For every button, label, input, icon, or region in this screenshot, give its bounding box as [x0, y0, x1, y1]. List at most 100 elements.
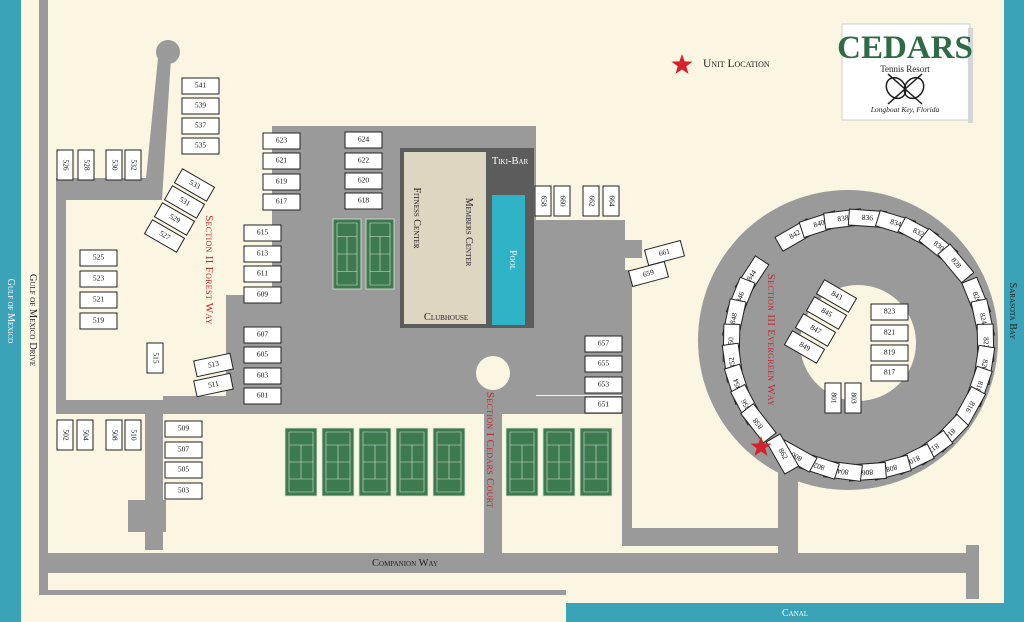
unit-509[interactable]: 509	[164, 420, 203, 438]
unit-box	[794, 313, 837, 347]
unit-503[interactable]: 503	[164, 482, 203, 500]
cedars-logo: CEDARS Tennis Resort Longboat Key, Flori…	[837, 23, 973, 123]
unit-621[interactable]: 621	[262, 152, 301, 170]
tennis-court	[505, 427, 539, 497]
unit-521[interactable]: 521	[79, 291, 118, 309]
unit-number: 657	[598, 339, 610, 348]
unit-526[interactable]: 526	[56, 149, 74, 181]
unit-601[interactable]: 601	[243, 387, 282, 405]
unit-821[interactable]: 821	[870, 324, 909, 342]
unit-527[interactable]: 527	[143, 219, 186, 253]
unit-number: 619	[276, 177, 288, 186]
unit-510[interactable]: 510	[124, 419, 142, 451]
unit-828[interactable]: 828	[937, 243, 975, 284]
unit-657[interactable]: 657	[584, 335, 623, 353]
unit-507[interactable]: 507	[164, 441, 203, 459]
unit-box	[262, 193, 301, 211]
unit-number: 510	[129, 429, 138, 441]
companion-way-label: Companion Way	[372, 558, 438, 569]
unit-523[interactable]: 523	[79, 270, 118, 288]
unit-box	[243, 346, 282, 364]
unit-541[interactable]: 541	[181, 77, 220, 95]
unit-505[interactable]: 505	[164, 461, 203, 479]
unit-617[interactable]: 617	[262, 193, 301, 211]
unit-607[interactable]: 607	[243, 326, 282, 344]
unit-number: 662	[587, 195, 596, 207]
unit-537[interactable]: 537	[181, 117, 220, 135]
unit-535[interactable]: 535	[181, 137, 220, 155]
unit-862[interactable]: 862	[765, 433, 800, 475]
unit-529[interactable]: 529	[153, 202, 196, 236]
unit-box	[262, 132, 301, 150]
unit-number: 528	[82, 159, 91, 171]
unit-box	[870, 364, 909, 382]
unit-847[interactable]: 847	[794, 313, 837, 347]
unit-519[interactable]: 519	[79, 312, 118, 330]
unit-box	[243, 367, 282, 385]
unit-613[interactable]: 613	[243, 245, 282, 263]
unit-515[interactable]: 515	[146, 342, 164, 374]
unit-box	[56, 149, 74, 181]
unit-box	[262, 152, 301, 170]
unit-box	[124, 419, 142, 451]
unit-box	[181, 137, 220, 155]
unit-655[interactable]: 655	[584, 355, 623, 373]
unit-number: 615	[257, 228, 269, 237]
clubhouse-label: Clubhouse	[424, 312, 468, 323]
unit-611[interactable]: 611	[243, 265, 282, 283]
unit-number: 803	[849, 392, 858, 404]
unit-number: 823	[884, 307, 896, 316]
unit-659[interactable]: 659	[627, 260, 670, 288]
unit-618[interactable]: 618	[344, 192, 383, 210]
unit-528[interactable]: 528	[77, 149, 95, 181]
unit-number: 611	[257, 269, 268, 278]
unit-508[interactable]: 508	[105, 419, 123, 451]
unit-661[interactable]: 661	[643, 239, 686, 267]
unit-533[interactable]: 533	[173, 168, 216, 202]
unit-box	[243, 326, 282, 344]
unit-803[interactable]: 803	[844, 382, 862, 414]
unit-658[interactable]: 658	[534, 185, 552, 217]
unit-619[interactable]: 619	[262, 173, 301, 191]
unit-653[interactable]: 653	[584, 376, 623, 394]
unit-number: 504	[81, 429, 90, 441]
unit-620[interactable]: 620	[344, 172, 383, 190]
unit-number: 820	[979, 359, 990, 372]
unit-502[interactable]: 502	[56, 419, 74, 451]
unit-662[interactable]: 662	[582, 185, 600, 217]
unit-660[interactable]: 660	[553, 185, 571, 217]
unit-664[interactable]: 664	[602, 185, 620, 217]
unit-858[interactable]: 858	[740, 402, 777, 444]
unit-624[interactable]: 624	[344, 131, 383, 149]
unit-539[interactable]: 539	[181, 97, 220, 115]
unit-504[interactable]: 504	[76, 419, 94, 451]
unit-843[interactable]: 843	[815, 279, 858, 313]
unit-511[interactable]: 511	[193, 372, 234, 398]
unit-532[interactable]: 532	[124, 149, 142, 181]
unit-number: 824	[978, 312, 989, 325]
unit-816[interactable]: 816	[952, 385, 987, 428]
unit-651[interactable]: 651	[584, 396, 623, 414]
unit-845[interactable]: 845	[805, 296, 848, 330]
unit-801[interactable]: 801	[824, 382, 842, 414]
unit-849[interactable]: 849	[783, 330, 826, 364]
unit-819[interactable]: 819	[870, 344, 909, 362]
unit-817[interactable]: 817	[870, 364, 909, 382]
unit-531[interactable]: 531	[163, 185, 206, 219]
unit-530[interactable]: 530	[105, 149, 123, 181]
unit-609[interactable]: 609	[243, 286, 282, 304]
unit-823[interactable]: 823	[870, 303, 909, 321]
unit-605[interactable]: 605	[243, 346, 282, 364]
unit-box	[79, 291, 118, 309]
unit-location-legend-label: Unit Location	[703, 58, 770, 70]
unit-513[interactable]: 513	[193, 352, 234, 378]
unit-615[interactable]: 615	[243, 224, 282, 242]
unit-number: 525	[93, 253, 105, 262]
sarasota-bay-label: Sarasota Bay	[1007, 283, 1018, 340]
unit-525[interactable]: 525	[79, 249, 118, 267]
unit-623[interactable]: 623	[262, 132, 301, 150]
unit-number: 541	[195, 81, 207, 90]
unit-622[interactable]: 622	[344, 152, 383, 170]
unit-box	[344, 131, 383, 149]
unit-603[interactable]: 603	[243, 367, 282, 385]
